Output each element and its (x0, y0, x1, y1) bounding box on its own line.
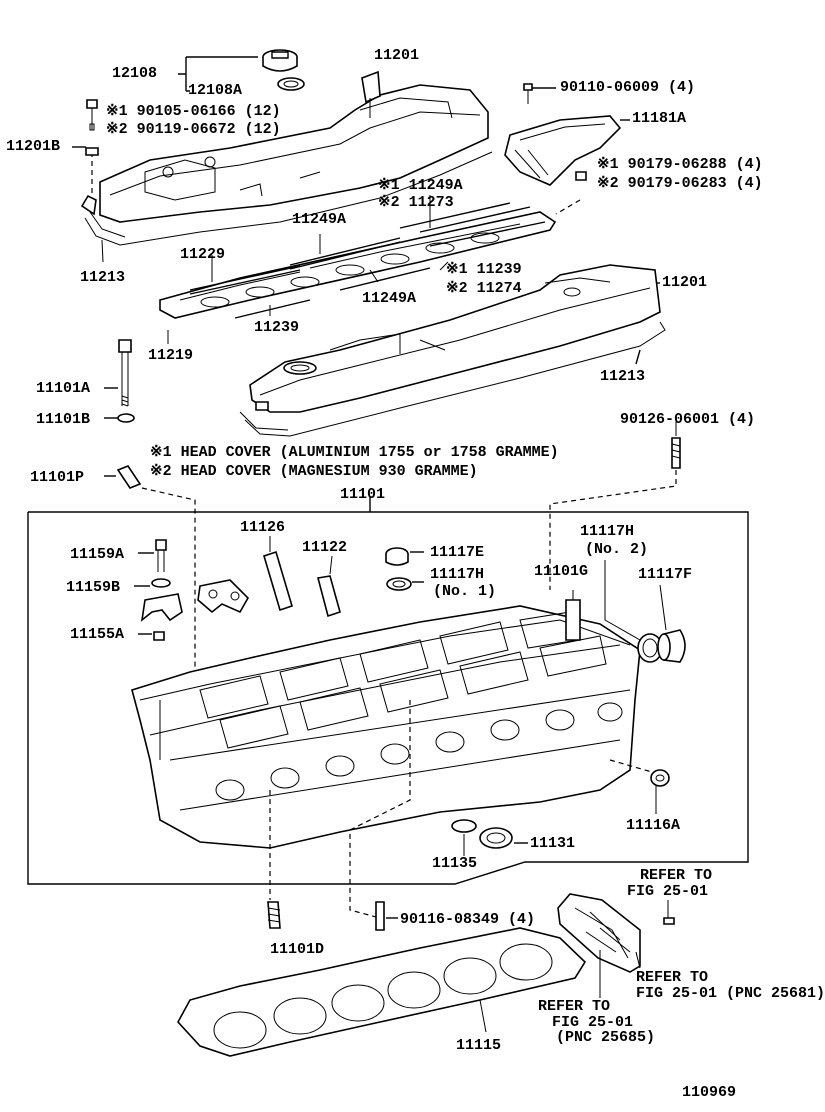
part-label-11117f: 11117F (638, 566, 693, 583)
refer-label-2a: REFER TO (636, 969, 709, 986)
part-label-11101a: 11101A (36, 380, 91, 397)
part-label-11159b: 11159B (66, 579, 121, 596)
part-label-11131: 11131 (530, 835, 576, 852)
part-label-11101b: 11101B (36, 411, 91, 428)
page-number: 110969 (682, 1084, 737, 1101)
refer-label-3c: (PNC 25685) (556, 1029, 656, 1046)
refer-label-2b: FIG 25-01 (PNC 25681) (636, 985, 825, 1002)
part-label-11101d: 11101D (270, 941, 325, 958)
note-aluminium-cover: ※1 HEAD COVER (ALUMINIUM 1755 or 1758 GR… (150, 444, 559, 461)
part-label-11213-mid: 11213 (600, 368, 646, 385)
head-bolt (117, 339, 135, 423)
refer-label-3a: REFER TO (538, 998, 611, 1015)
part-label-90126: 90126-06001 (4) (620, 411, 756, 428)
part-label-90179a: ※1 90179-06288 (4) (597, 156, 763, 173)
part-label-11229: 11229 (180, 246, 226, 263)
part-label-11274: ※2 11274 (446, 280, 522, 297)
part-label-11117e: 11117E (430, 544, 485, 561)
part-label-11101g: 11101G (534, 563, 589, 580)
part-label-11273: ※2 11273 (378, 194, 454, 211)
part-label-90116: 90116-08349 (4) (400, 911, 536, 928)
oil-filler-cap (262, 49, 305, 91)
part-label-11249a-3: 11249A (362, 290, 417, 307)
part-label-90110: 90110-06009 (4) (560, 79, 696, 96)
part-label-11116a: 11116A (626, 817, 681, 834)
refer-label-1a: REFER TO (640, 867, 713, 884)
part-label-11201-top: 11201 (374, 47, 420, 64)
part-label-11201-mid: 11201 (662, 274, 708, 291)
refer-label-1b: FIG 25-01 (627, 883, 709, 900)
part-label-11159a: 11159A (70, 546, 125, 563)
head-cover-upper (99, 70, 489, 223)
part-label-11135: 11135 (432, 855, 478, 872)
part-label-11213-top: 11213 (80, 269, 126, 286)
part-label-11117h-no1-sub: (No. 1) (433, 583, 497, 600)
part-label-11126: 11126 (240, 519, 286, 536)
cam-housing-gasket (159, 202, 557, 319)
part-label-11219: 11219 (148, 347, 194, 364)
part-label-11117h-no1: 11117H (430, 566, 485, 583)
note-magnesium-cover: ※2 HEAD COVER (MAGNESIUM 930 GRAMME) (150, 463, 478, 480)
part-label-11239-2: 11239 (254, 319, 300, 336)
part-label-90119: ※2 90119-06672 (12) (106, 121, 281, 138)
part-label-90105: ※1 90105-06166 (12) (106, 103, 281, 120)
part-label-11117h-no2-sub: (No. 2) (585, 541, 649, 558)
part-label-12108: 12108 (112, 65, 158, 82)
refer-label-3b: FIG 25-01 (552, 1014, 634, 1031)
part-label-11181a: 11181A (632, 110, 687, 127)
part-label-11115: 11115 (456, 1037, 502, 1054)
parts-diagram: 12108 12108A 11201 90110-06009 (4) 11201… (6, 47, 825, 1101)
head-gasket (177, 927, 587, 1057)
cover-shield (504, 115, 622, 186)
part-label-11101: 11101 (340, 486, 386, 503)
part-label-11117h-no2: 11117H (580, 523, 635, 540)
part-label-12108a: 12108A (188, 82, 243, 99)
cylinder-head (131, 605, 641, 849)
part-label-11122: 11122 (302, 539, 348, 556)
exploded-view-drawing (27, 49, 749, 1057)
part-label-11239-1: ※1 11239 (446, 261, 522, 278)
part-label-11249a-2: 11249A (292, 211, 347, 228)
part-label-11155a: 11155A (70, 626, 125, 643)
head-cover-lower (249, 264, 661, 413)
part-label-11101p: 11101P (30, 469, 85, 486)
bearing-cap-parts (140, 539, 249, 641)
part-label-11249a-1: ※1 11249A (378, 177, 463, 194)
part-label-11201b: 11201B (6, 138, 61, 155)
part-label-90179b: ※2 90179-06283 (4) (597, 175, 763, 192)
